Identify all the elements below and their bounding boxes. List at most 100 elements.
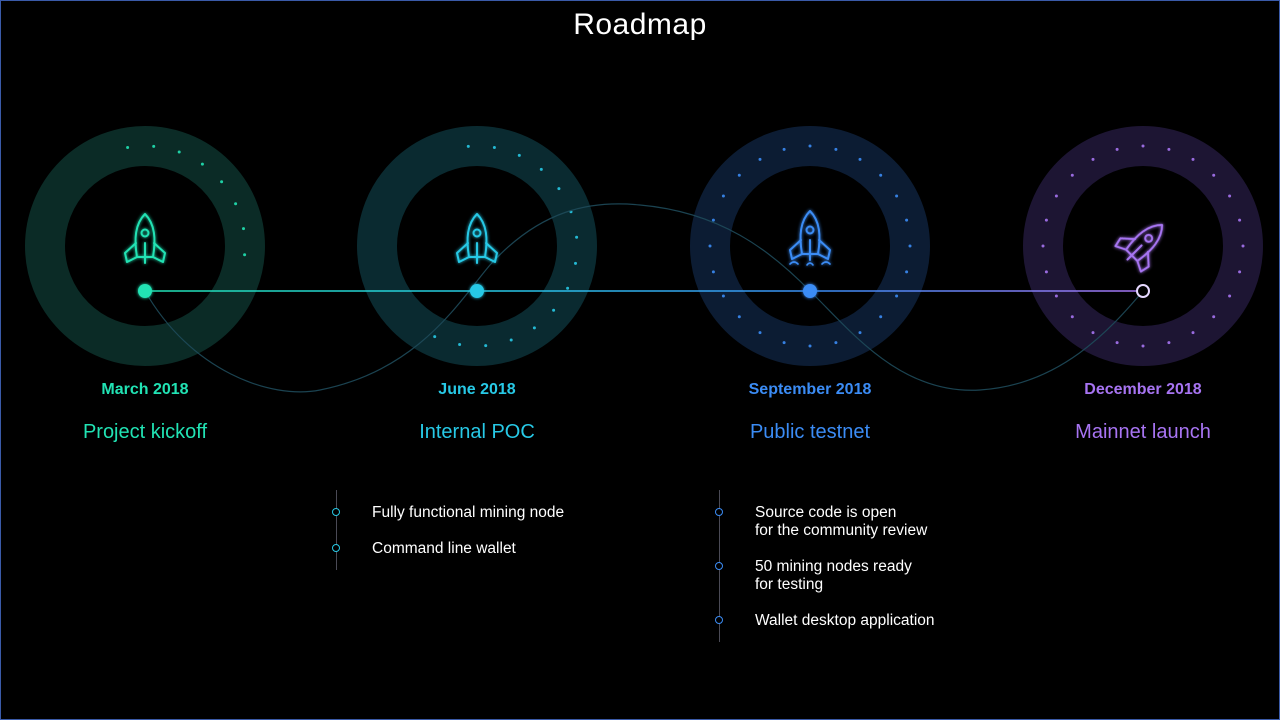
ring-dot — [1044, 270, 1048, 274]
ring-dot — [1167, 147, 1171, 151]
ring-dot — [539, 167, 543, 171]
ring-dot — [1041, 244, 1045, 248]
ring-dot — [532, 326, 536, 330]
ring-dot — [808, 144, 812, 148]
milestone-date: December 2018 — [1084, 381, 1202, 398]
bullet-dot-icon — [715, 616, 723, 624]
ring-dot — [1141, 144, 1145, 148]
ring-dot — [708, 244, 712, 248]
wave-curve — [144, 203, 1144, 393]
bullet-dot-icon — [332, 508, 340, 516]
ring-dot — [858, 157, 862, 161]
rocket-icon — [124, 213, 166, 264]
timeline-node — [803, 284, 817, 298]
ring-dot — [895, 294, 899, 298]
detail-item: Fully functional mining node — [332, 504, 672, 522]
ring-dot — [711, 218, 715, 222]
detail-text: Wallet desktop application — [755, 612, 935, 629]
milestone-name: Project kickoff — [82, 421, 208, 443]
ring-dot — [484, 344, 488, 348]
ring-dot — [433, 335, 437, 339]
ring-dot — [1070, 315, 1074, 319]
ring-dot — [1115, 147, 1119, 151]
ring-dot — [575, 235, 579, 239]
ring-dot — [834, 341, 838, 345]
milestone-rings — [25, 126, 1263, 366]
ring-dot — [858, 331, 862, 335]
milestone-ring — [1023, 126, 1263, 366]
ring-dot — [126, 146, 130, 149]
ring-dot — [1238, 218, 1242, 222]
ring-dot — [566, 286, 570, 290]
detail-item: Source code is open for the community re… — [715, 504, 1055, 540]
ring-dot — [574, 261, 577, 265]
milestone-date: June 2018 — [438, 381, 516, 398]
detail-item: Wallet desktop application — [715, 612, 1055, 630]
ring-dot — [1054, 194, 1058, 198]
ring-dot — [509, 338, 513, 342]
milestone-ring — [357, 126, 597, 366]
ring-dot — [220, 180, 224, 184]
ring-dot — [1070, 173, 1074, 177]
detail-text: Fully functional mining node — [372, 504, 565, 521]
ring-dot — [1228, 294, 1232, 298]
ring-dot — [552, 308, 556, 312]
ring-dot — [834, 147, 838, 151]
detail-text: 50 mining nodes ready for testing — [755, 558, 912, 593]
timeline-node — [470, 284, 484, 298]
ring-dot — [905, 218, 909, 222]
ring-dot — [458, 343, 462, 346]
ring-dot — [1091, 157, 1095, 161]
details-line — [336, 490, 337, 570]
ring-dot — [1054, 294, 1058, 298]
timeline — [138, 284, 1150, 298]
ring-dot — [492, 146, 496, 149]
milestone-date: March 2018 — [101, 381, 189, 398]
ring-dot — [758, 157, 762, 161]
ring-dot — [1212, 315, 1216, 319]
detail-item: 50 mining nodes ready for testing — [715, 558, 1055, 594]
ring-dot — [1191, 331, 1195, 335]
ring-dot — [1191, 157, 1195, 161]
wave-curves — [144, 203, 1144, 393]
detail-text: Command line wallet — [372, 540, 516, 557]
timeline-node — [138, 284, 152, 298]
milestone-name: Public testnet — [749, 421, 871, 443]
bullet-dot-icon — [715, 562, 723, 570]
detail-item: Command line wallet — [332, 540, 672, 558]
ring-dot — [782, 147, 786, 151]
ring-dot — [1228, 194, 1232, 198]
rocket-launch-icon — [789, 210, 831, 266]
ring-dot — [234, 202, 238, 206]
ring-dot — [721, 294, 725, 298]
detail-text: Source code is open for the community re… — [755, 504, 928, 539]
ring-dot — [737, 173, 741, 177]
milestone-ring — [690, 126, 930, 366]
ring-dot — [177, 150, 181, 154]
rocket-flying-icon — [1114, 223, 1164, 273]
ring-dot — [200, 162, 204, 166]
milestone-ring — [25, 126, 265, 366]
ring-dot — [466, 144, 470, 148]
ring-dot — [152, 144, 156, 148]
milestone-icons — [124, 210, 1164, 273]
ring-dot — [908, 244, 912, 248]
ring-dot — [737, 315, 741, 319]
ring-dot — [711, 270, 715, 274]
milestone-name: Mainnet launch — [1075, 421, 1211, 443]
ring-dot — [1212, 173, 1216, 177]
ring-dot — [1241, 244, 1245, 248]
ring-dot — [782, 341, 786, 345]
bullet-dot-icon — [332, 544, 340, 552]
rocket-icon — [456, 213, 498, 264]
ring-dot — [721, 194, 725, 198]
milestone-name: Internal POC — [419, 421, 535, 443]
ring-dot — [758, 331, 762, 335]
ring-dot — [1238, 270, 1242, 274]
ring-dot — [557, 187, 561, 191]
ring-dot — [879, 173, 883, 177]
bullet-dot-icon — [715, 508, 723, 516]
timeline-node — [1136, 284, 1150, 298]
page-title: Roadmap — [573, 8, 707, 41]
